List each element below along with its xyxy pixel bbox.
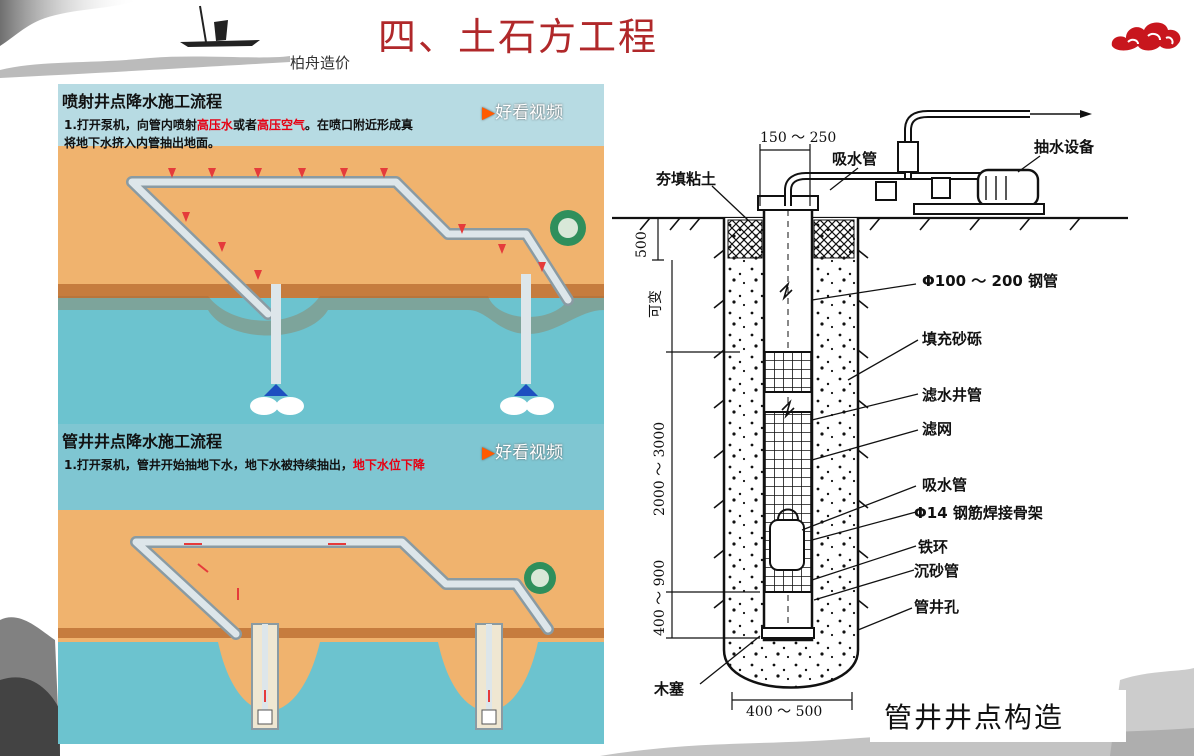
jet-step-suffix: 。在喷口附近形成真 — [304, 118, 413, 132]
tube-watermark: ▶好看视频 — [482, 443, 564, 463]
tube-well-panel: 管井井点降水施工流程 1.打开泵机，管井开始抽地下水，地下水被持续抽出，地下水位… — [58, 424, 604, 744]
label-filter-mesh: 滤网 — [922, 420, 952, 438]
label-gravel: 填充砂砾 — [922, 330, 982, 348]
label-iron-ring: 铁环 — [918, 538, 948, 556]
jet-watermark: ▶好看视频 — [482, 103, 564, 123]
auspicious-cloud-icon — [1111, 22, 1181, 51]
tube-step-highlight: 地下水位下降 — [352, 458, 425, 472]
dim-400: 400 ～ 900 — [652, 560, 668, 636]
jet-panel-step-line2: 将地下水挤入内管抽出地面。 — [64, 136, 221, 150]
dim-bottom: 400 ～ 500 — [746, 704, 822, 720]
label-rebar: Φ14 钢筋焊接骨架 — [914, 504, 1043, 522]
jet-step-highlight-1: 高压水 — [196, 118, 233, 132]
dim-variable: 可变 — [648, 290, 664, 318]
jet-panel-title: 喷射井点降水施工流程 — [62, 92, 223, 111]
jet-well-panel: 喷射井点降水施工流程 1.打开泵机，向管内喷射高压水或者高压空气。在喷口附近形成… — [58, 84, 604, 424]
tube-panel-title: 管井井点降水施工流程 — [62, 432, 223, 451]
tube-panel-step: 1.打开泵机，管井开始抽地下水，地下水被持续抽出，地下水位下降 — [64, 456, 425, 473]
label-clay: 夯填粘土 — [655, 170, 716, 188]
label-well-hole: 管井孔 — [914, 598, 959, 616]
diagram-title-box — [870, 690, 1126, 742]
slide-title: 四、土石方工程 — [378, 15, 659, 59]
brand-label: 柏舟造价 — [290, 54, 351, 72]
jet-watermark-text: 好看视频 — [495, 103, 564, 123]
dim-500: 500 — [634, 231, 650, 258]
dim-2000: 2000 ～ 3000 — [652, 422, 668, 516]
ink-landscape-header — [0, 0, 290, 78]
label-pump: 抽水设备 — [1034, 138, 1095, 156]
label-suction-pipe: 吸水管 — [922, 476, 967, 494]
diagram-title: 管井井点构造 — [884, 701, 1065, 734]
label-suction-top: 吸水管 — [832, 150, 877, 168]
jet-panel-step-line1: 1.打开泵机，向管内喷射高压水或者高压空气。在喷口附近形成真 — [64, 116, 413, 133]
label-sand-pipe: 沉砂管 — [914, 562, 959, 580]
jet-step-highlight-2: 高压空气 — [256, 118, 305, 132]
tube-well-structure-diagram: 150 ～ 250 500 可变 2000 ～ 3000 400 ～ 900 4… — [612, 110, 1128, 720]
jet-well-illustration — [58, 84, 604, 424]
tube-well-illustration — [58, 424, 604, 744]
dim-top: 150 ～ 250 — [760, 130, 836, 146]
jet-step-prefix: 1.打开泵机，向管内喷射 — [64, 118, 197, 132]
jet-step-mid: 或者 — [232, 118, 257, 132]
label-steel-pipe: Φ100 ～ 200 钢管 — [922, 272, 1058, 290]
label-filter-pipe: 滤水井管 — [922, 386, 982, 404]
tube-step-prefix: 1.打开泵机，管井开始抽地下水，地下水被持续抽出， — [64, 458, 353, 472]
label-plug: 木塞 — [653, 680, 685, 698]
tube-watermark-text: 好看视频 — [495, 443, 564, 463]
